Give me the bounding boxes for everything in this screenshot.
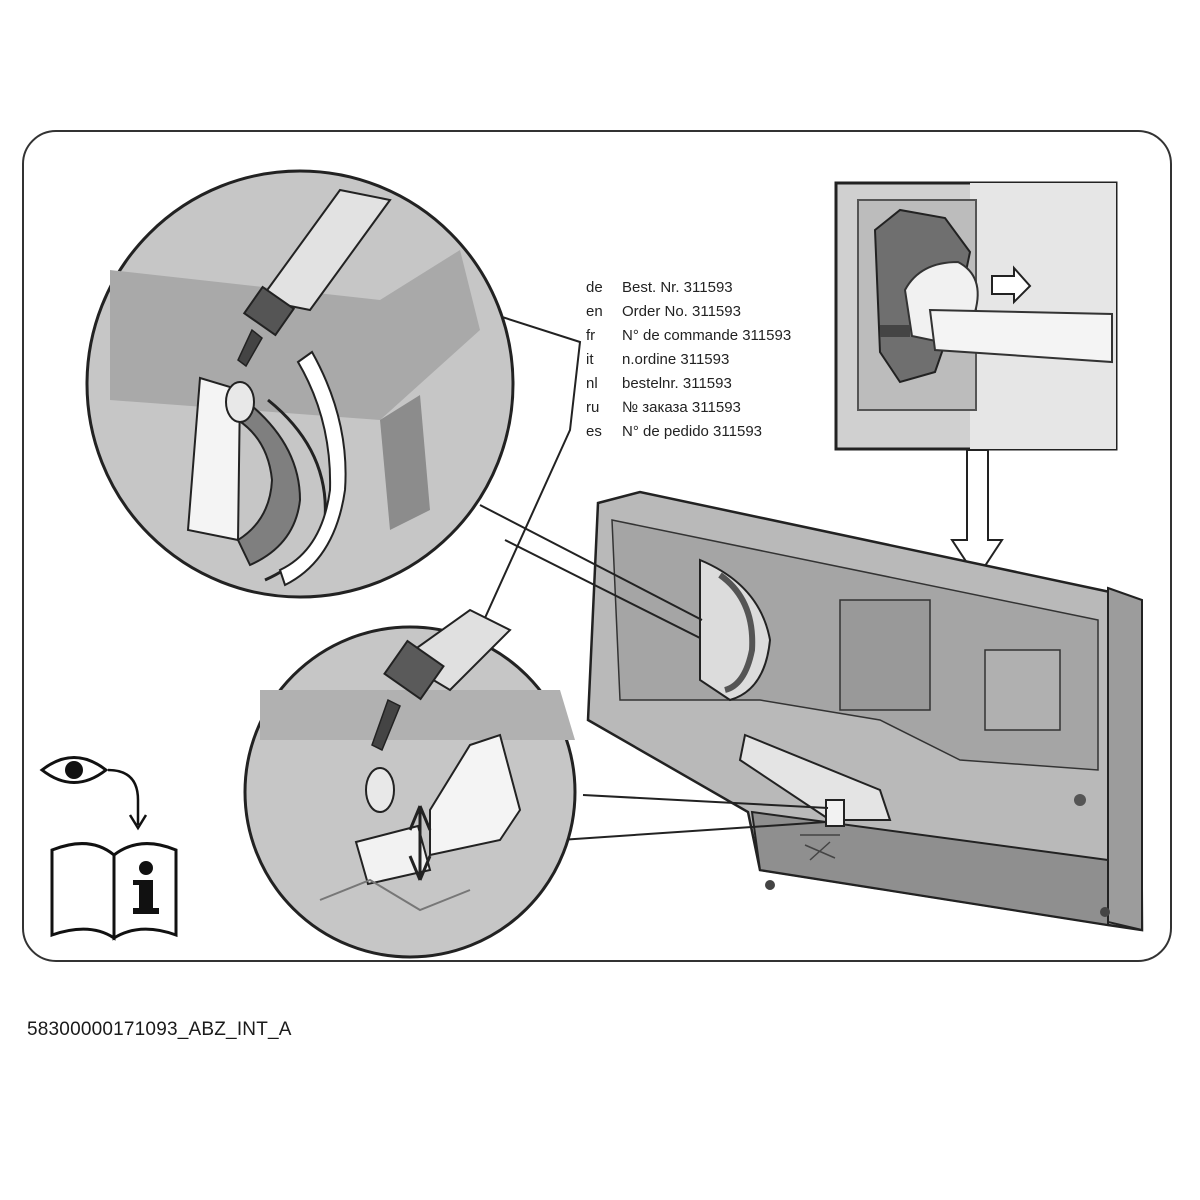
lang-code: nl [586, 375, 598, 392]
order-text: N° de pedido 311593 [622, 423, 763, 440]
inset-removal-view [834, 181, 1118, 451]
lang-code: ru [586, 399, 600, 416]
arrow-down-icon [950, 449, 1004, 580]
order-text: Order No. 311593 [622, 303, 741, 320]
order-row-nl: nl bestelnr. 311593 [586, 372, 791, 396]
lang-code: en [586, 303, 603, 320]
order-text: bestelnr. 311593 [622, 375, 732, 392]
zoom-circle-upper [85, 169, 515, 599]
lang-code: it [586, 351, 594, 368]
brewing-unit [586, 490, 1144, 932]
order-row-ru: ru № заказа 311593 [586, 396, 791, 420]
arrow-right-icon [107, 768, 148, 831]
order-row-it: it n.ordine 311593 [586, 348, 791, 372]
order-row-fr: fr N° de commande 311593 [586, 324, 791, 348]
eye-icon [39, 756, 109, 784]
document-code: 58300000171093_ABZ_INT_A [27, 1019, 292, 1040]
lang-code: fr [586, 327, 596, 344]
order-text: N° de commande 311593 [622, 327, 792, 344]
order-row-en: en Order No. 311593 [586, 300, 791, 324]
order-row-es: es N° de pedido 311593 [586, 420, 791, 444]
order-text: № заказа 311593 [622, 399, 741, 416]
order-row-de: de Best. Nr. 311593 [586, 276, 791, 300]
lang-code: de [586, 279, 603, 296]
zoom-circle-lower [243, 608, 577, 959]
lang-code: es [586, 423, 602, 440]
order-number-list: de Best. Nr. 311593 en Order No. 311593 … [586, 276, 791, 444]
order-text: Best. Nr. 311593 [622, 279, 733, 296]
order-text: n.ordine 311593 [622, 351, 730, 368]
manual-info-icon [50, 842, 178, 941]
